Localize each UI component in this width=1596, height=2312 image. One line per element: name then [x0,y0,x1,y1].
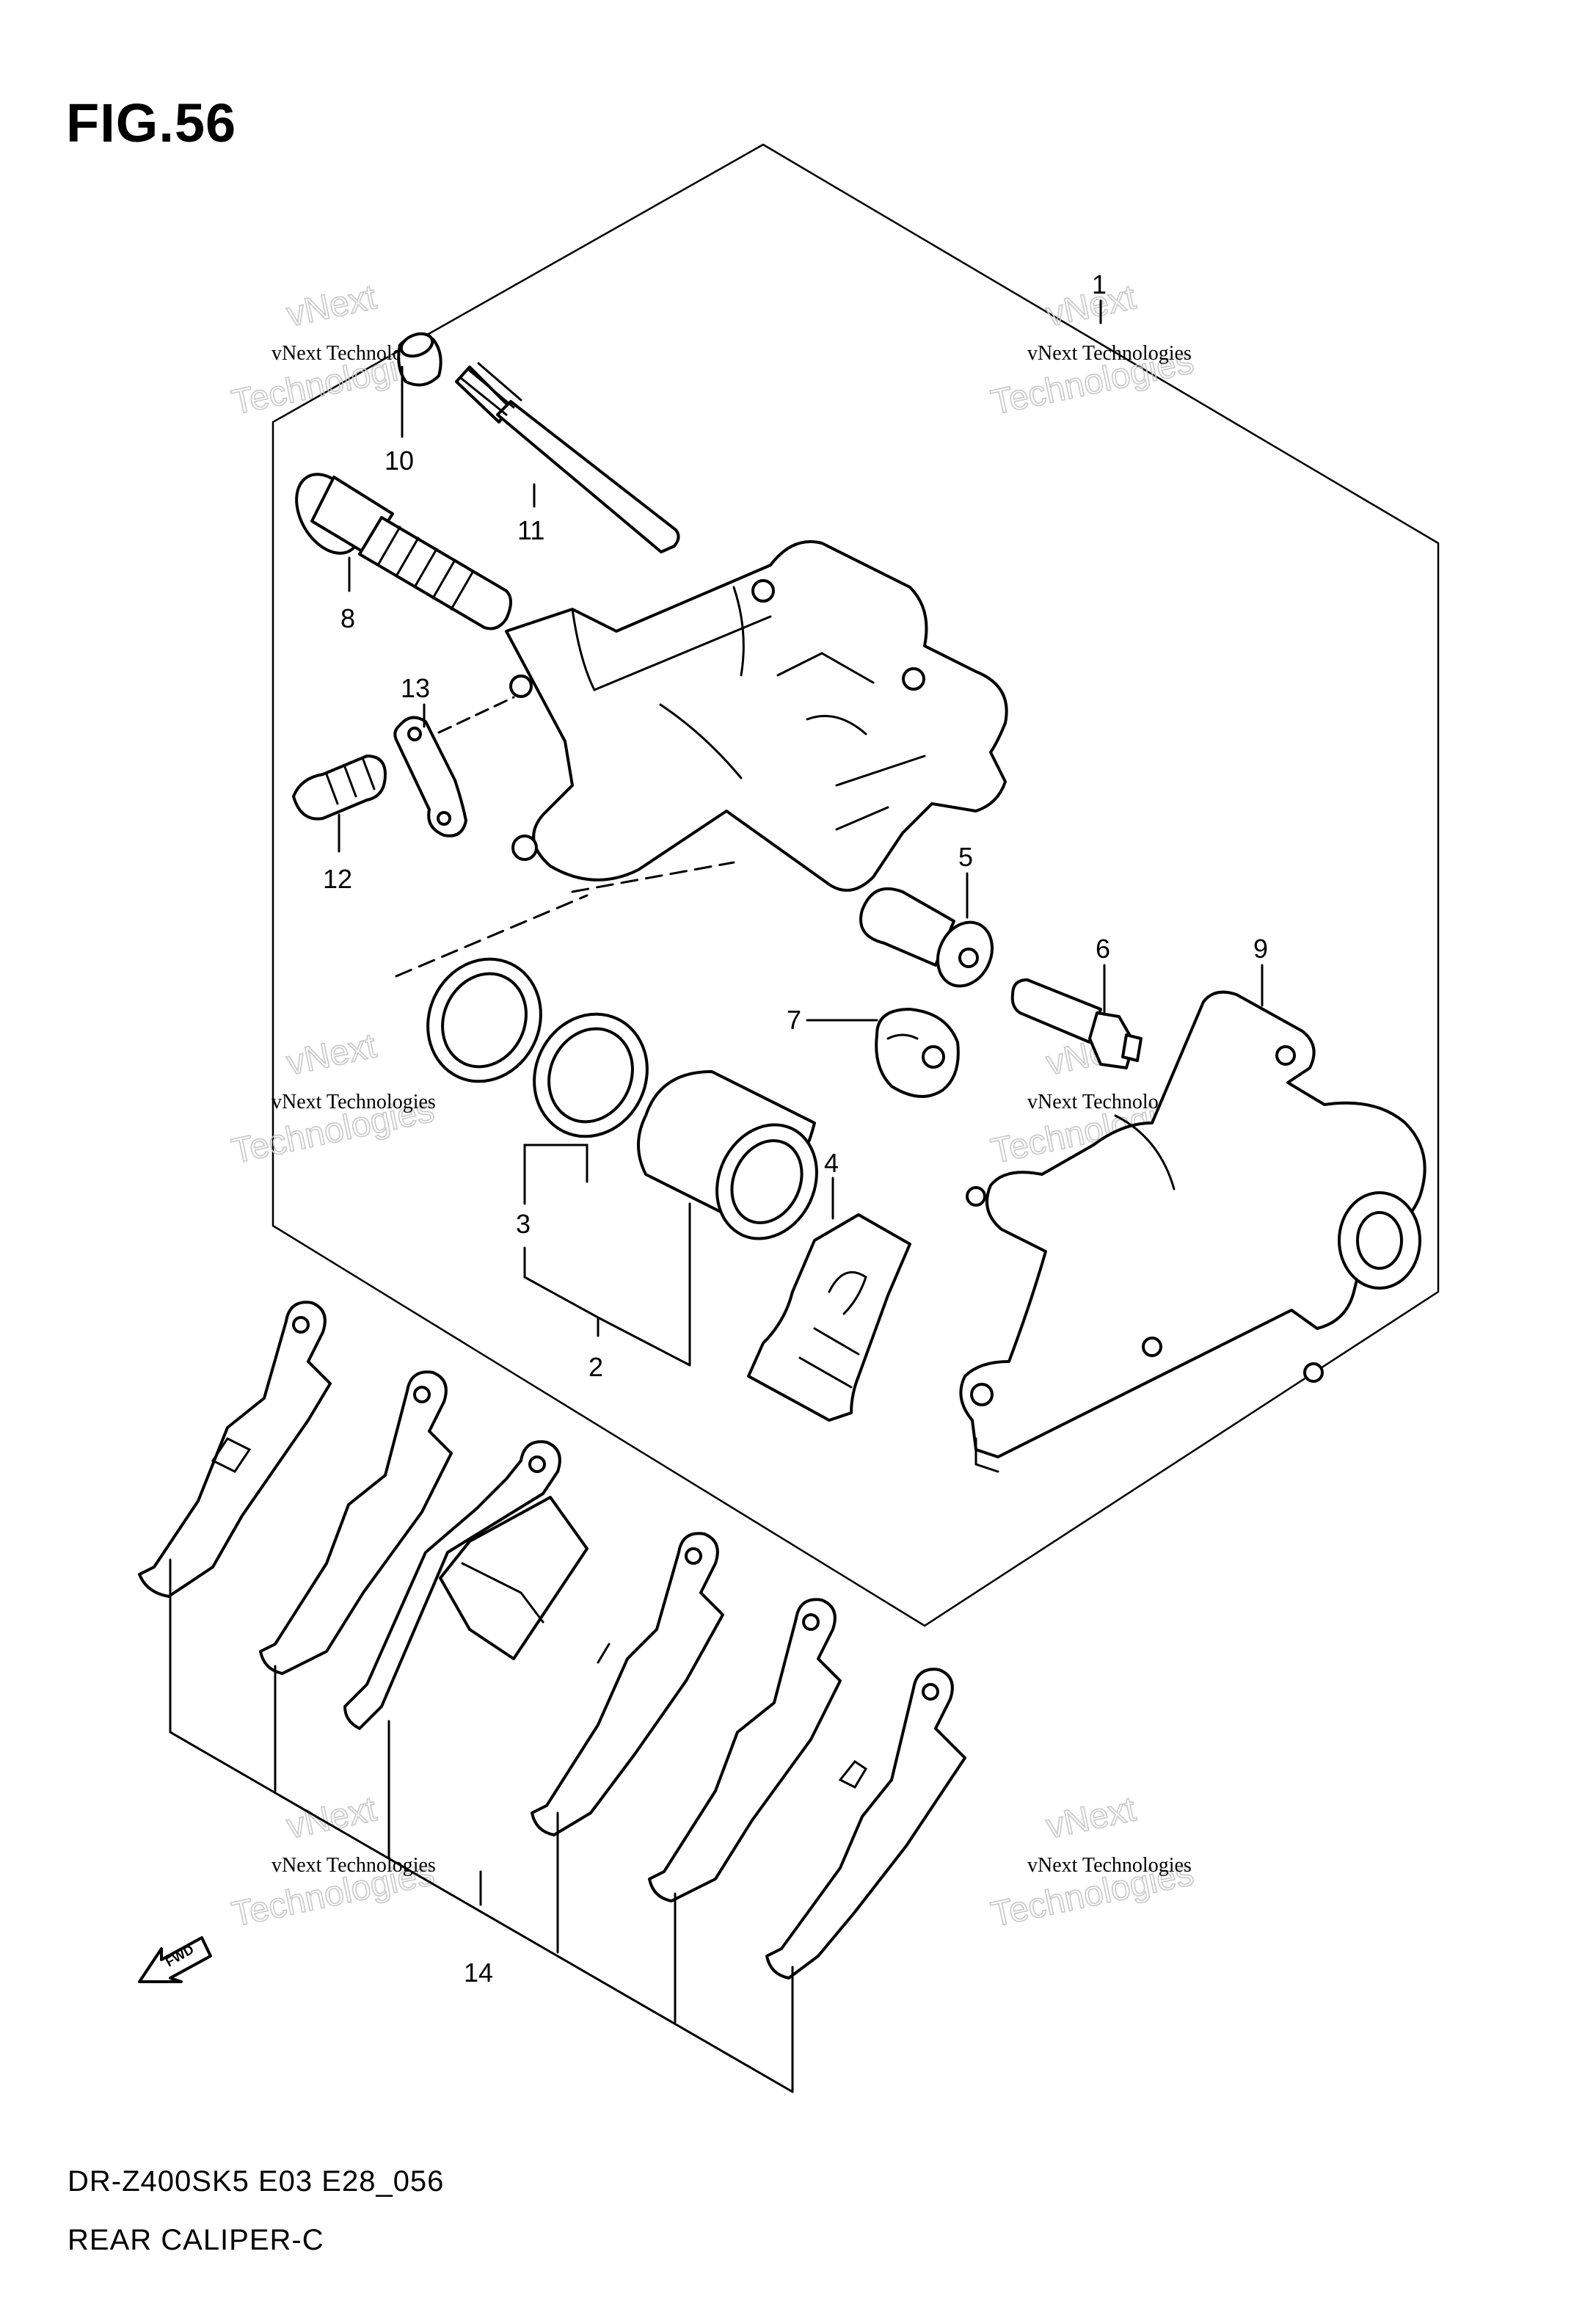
part-9-bracket [959,990,1426,1473]
callout-13: 13 [401,673,430,703]
callout-9: 9 [1253,934,1268,964]
part-4-pad-spring [747,1213,911,1422]
section-name-caption: REAR CALIPER-C [68,2224,324,2256]
watermark-line1: vNext Technologies [1027,1854,1192,1877]
watermark-line2: vNext [1043,1789,1139,1846]
part-14-pad-6 [765,1668,966,1980]
watermark-top-right: vNext Technologies vNext Technologies [987,277,1198,423]
part-5-sleeve [859,887,994,988]
forward-direction-arrow: FWD [138,1936,212,1983]
watermark-line1: vNext Technologies [1027,342,1192,365]
figure-title: FIG.56 [66,92,237,153]
part-2-piston [637,1070,818,1240]
watermark-line2: vNext [283,277,379,334]
part-3-seals [426,957,649,1138]
callout-2: 2 [589,1352,603,1382]
part-14-pad-4 [531,1532,724,1836]
callout-labels: 1 2 3 4 5 6 7 8 9 10 11 12 13 14 [323,269,1268,1988]
part-14-pad-2 [259,1370,453,1675]
watermark-line2: vNext [283,1789,379,1846]
callout-10: 10 [385,446,414,476]
part-12-bleeder-valve [292,755,387,821]
callout-3: 3 [516,1209,531,1239]
watermark-bottom-right: vNext Technologies vNext Technologies [987,1789,1198,1935]
part-8-bolt [295,473,512,630]
watermark-bottom-left: vNext Technologies vNext Technologies [227,1789,438,1935]
part-11-guide-pin [455,362,680,553]
part-6-bolt [1010,978,1143,1069]
callout-8: 8 [340,603,355,633]
part-13-clip [393,696,515,837]
part-14-pad-5 [648,1598,842,1902]
callout-5: 5 [958,842,973,872]
assembly-boundary [272,143,1440,1627]
part-14-pad-1 [138,1301,332,1598]
caliper-body [395,540,1008,978]
callout-12: 12 [323,864,352,894]
callout-6: 6 [1096,934,1110,964]
model-code-caption: DR-Z400SK5 E03 E28_056 [68,2165,445,2198]
watermark-mid-left: vNext Technologies vNext Technologies [227,1026,438,1172]
part-14-pad-3 [343,1440,589,1730]
callout-14: 14 [464,1957,493,1988]
callout-7: 7 [787,1005,801,1035]
callout-1: 1 [1092,269,1107,299]
part-10-boot [397,332,442,387]
watermark-line2: vNext [283,1026,379,1083]
callout-11: 11 [517,515,544,545]
callout-4: 4 [824,1148,839,1178]
leader-lines [169,299,1264,2093]
watermark-line1: vNext Technologies [272,1091,436,1113]
watermark-line1: vNext Technologies [272,1854,436,1877]
part-7-boot [875,1008,960,1098]
watermark-line2: vNext [1043,277,1139,334]
